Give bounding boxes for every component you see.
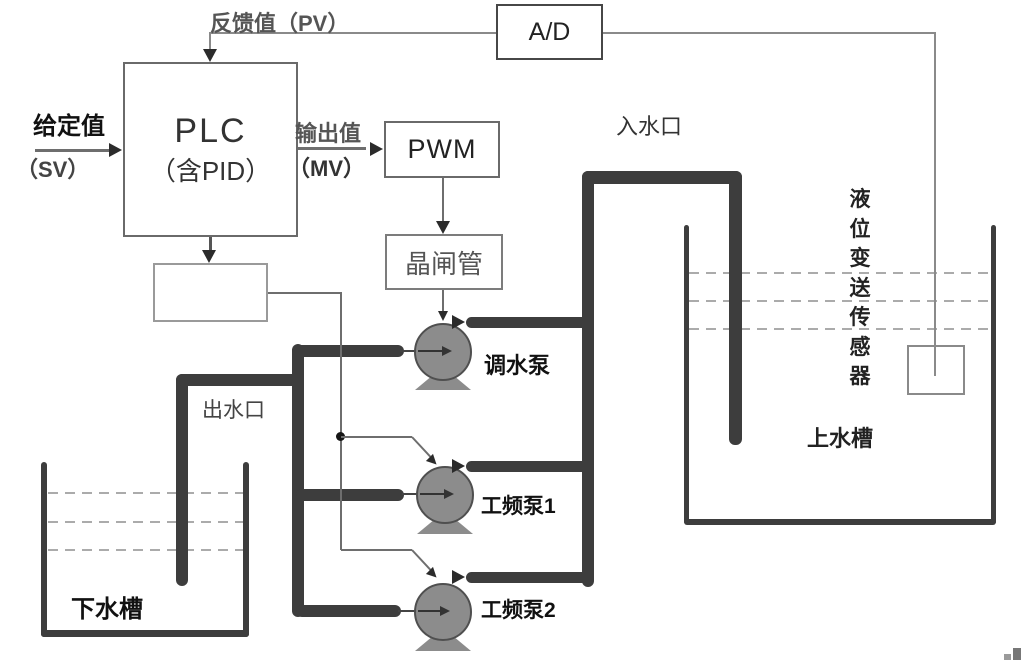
sensor-wire — [934, 32, 936, 376]
pump1-outlet-chevron — [452, 315, 465, 329]
setpoint-abbr-label: （SV） — [16, 157, 90, 182]
outlet-pipe-top — [176, 374, 298, 386]
inlet-pipe-top — [582, 171, 742, 184]
pump3-inlet-pipe — [296, 605, 401, 617]
pwm-to-thyristor-line — [442, 178, 444, 223]
plc-to-output-box-arrowhead — [202, 250, 216, 263]
level-sensor-label: 液位变送传感器 — [849, 188, 871, 388]
thyristor-to-pump-line — [442, 290, 444, 312]
corner-artifact — [1004, 654, 1011, 660]
control-drop-line — [340, 292, 342, 550]
pump2-base — [417, 520, 473, 534]
pump2-inlet-pipe — [296, 489, 404, 501]
level-sensor-probe — [907, 345, 965, 395]
pump3-control-line — [341, 549, 412, 551]
pump1-base — [415, 376, 471, 390]
thyristor-to-pump-arrowhead — [438, 311, 448, 321]
ad-to-plc-line — [210, 32, 497, 34]
output-abbr-label: （MV） — [288, 156, 366, 181]
water-inlet-label: 入水口 — [616, 114, 683, 139]
pump2-outlet-pipe — [466, 461, 588, 472]
lower-tank-water-level-line — [48, 492, 243, 494]
inlet-riser-pipe — [582, 171, 594, 587]
outlet-pipe-vertical — [176, 374, 188, 586]
pv-drop-line — [209, 32, 211, 52]
thyristor-label: 晶闸管 — [404, 248, 483, 279]
pump3-base — [415, 637, 471, 651]
lower-tank-left-wall — [41, 462, 47, 637]
sensor-to-ad-line — [603, 32, 936, 34]
pump-regulating-label: 调水泵 — [484, 353, 551, 378]
thyristor-block: 晶闸管 — [385, 234, 503, 290]
plc-label-line1: PLC — [174, 111, 247, 150]
pump1-internal-arrowhead — [442, 346, 452, 356]
pwm-to-thyristor-arrowhead — [436, 221, 450, 234]
pump2-internal-arrow — [420, 493, 446, 495]
lower-tank-bottom — [41, 630, 249, 637]
pump1-inlet-pipe — [292, 345, 404, 357]
mv-line — [298, 147, 366, 150]
plc-block: PLC （含PID） — [123, 62, 298, 237]
lower-tank-water-level-line — [48, 521, 243, 523]
setpoint-label: 给定值 — [33, 113, 105, 140]
corner-artifact — [1013, 648, 1021, 660]
lower-tank-right-wall — [243, 462, 249, 637]
sv-line — [35, 149, 111, 152]
lower-tank-water-level-line — [48, 549, 243, 551]
ad-converter-block: A/D — [496, 4, 603, 60]
pwm-block: PWM — [384, 121, 500, 178]
pump3-outlet-pipe — [466, 572, 588, 583]
upper-tank-label: 上水槽 — [807, 426, 874, 451]
pump3-internal-arrowhead — [440, 606, 450, 616]
plc-to-output-box-line — [209, 237, 212, 252]
ad-label: A/D — [528, 17, 571, 46]
upper-tank-right-wall — [991, 225, 996, 524]
pump1-internal-arrow — [418, 350, 444, 352]
pwm-label: PWM — [407, 134, 477, 164]
upper-tank-water-level-line — [689, 328, 990, 330]
feedback-pv-label: 反馈值（PV） — [210, 11, 350, 36]
water-outlet-label: 出水口 — [202, 399, 265, 422]
output-value-label: 输出值 — [295, 121, 362, 146]
lower-tank-label: 下水槽 — [71, 596, 143, 623]
inlet-pipe-drop — [729, 171, 742, 445]
upper-tank-left-wall — [684, 225, 689, 524]
digital-output-block — [153, 263, 268, 322]
pump2-internal-arrowhead — [444, 489, 454, 499]
sv-arrowhead — [109, 143, 122, 157]
pump3-outlet-chevron — [452, 570, 465, 584]
output-box-right-line — [268, 292, 342, 294]
plc-label-line2: （含PID） — [149, 155, 272, 186]
pv-arrowhead — [203, 49, 217, 62]
upper-tank-water-level-line — [689, 272, 990, 274]
pump-fixed1-label: 工频泵1 — [481, 495, 556, 518]
pump2-fixed-1 — [416, 466, 474, 524]
suction-manifold-vertical — [292, 344, 304, 617]
pump2-outlet-chevron — [452, 459, 465, 473]
pump2-control-line — [341, 436, 412, 438]
upper-tank-water-level-line — [689, 300, 990, 302]
upper-tank-bottom — [684, 519, 996, 525]
pump-fixed2-label: 工频泵2 — [481, 599, 556, 622]
pump1-outlet-pipe — [466, 317, 594, 328]
control-junction-dot — [336, 432, 345, 441]
pump3-internal-arrow — [418, 610, 444, 612]
mv-arrowhead — [370, 142, 383, 156]
